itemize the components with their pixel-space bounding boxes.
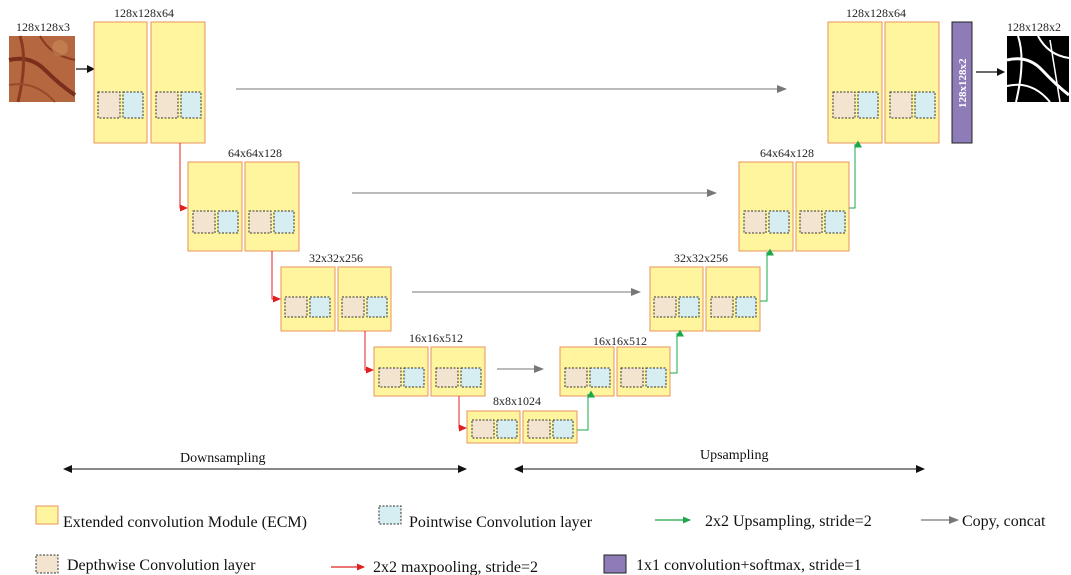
depthwise-layer: [155, 91, 179, 119]
depthwise-layer: [192, 210, 216, 234]
enc2-ecm-b: [244, 161, 300, 252]
depthwise-layer: [653, 296, 677, 318]
depthwise-layer: [341, 296, 365, 318]
legend-conv1x1-text: 1x1 convolution+softmax, stride=1: [636, 557, 862, 574]
enc3-ecm-a: [280, 266, 336, 332]
depthwise-layer: [435, 367, 459, 388]
depthwise-layer: [248, 210, 272, 234]
pointwise-layer: [552, 419, 574, 439]
legend-copy-text: Copy, concat: [962, 513, 1046, 530]
legend-upsample-text: 2x2 Upsampling, stride=2: [705, 513, 872, 530]
legend-depthwise-text: Depthwise Convolution layer: [67, 557, 256, 574]
enc4-dim-label: 16x16x512: [409, 331, 463, 345]
pointwise-layer: [403, 367, 425, 388]
legend-depthwise-swatch: [35, 554, 59, 574]
pointwise-layer: [122, 91, 144, 119]
dec4-ecm-a: [559, 346, 615, 397]
legend-maxpool-text: 2x2 maxpooling, stride=2: [373, 559, 538, 575]
depthwise-layer: [471, 419, 495, 439]
upsample-arrow-4: [849, 140, 862, 209]
depthwise-layer: [284, 296, 308, 318]
depthwise-layer: [620, 367, 644, 388]
depthwise-layer: [527, 419, 551, 439]
pointwise-layer: [678, 296, 700, 318]
dec1-dim-label: 128x128x64: [846, 6, 906, 20]
maxpool-arrow-3: [364, 331, 374, 374]
bottleneck-dim-label: 8x8x1024: [493, 394, 541, 408]
pointwise-layer: [460, 367, 482, 388]
pointwise-layer: [914, 91, 936, 119]
dec2-dim-label: 64x64x128: [760, 146, 814, 160]
legend-ecm-swatch: [35, 505, 59, 525]
upsample-arrow-1: [577, 390, 595, 431]
pointwise-layer: [735, 296, 757, 318]
upsample-arrow-2: [670, 329, 684, 374]
depthwise-layer: [378, 367, 402, 388]
output-dim-label: 128x128x2: [1007, 20, 1061, 34]
pointwise-layer: [366, 296, 388, 318]
enc3-ecm-b: [337, 266, 392, 332]
enc2-dim-label: 64x64x128: [228, 146, 282, 160]
input-image: [8, 35, 77, 103]
final-conv-label: 128x128x2: [957, 58, 969, 108]
bottleneck-ecm-b: [522, 410, 578, 444]
depthwise-layer: [889, 91, 913, 119]
legend-conv1x1-swatch: [603, 554, 627, 574]
depthwise-layer: [710, 296, 734, 318]
enc1-dim-label: 128x128x64: [114, 6, 174, 20]
dec1-ecm-b: [884, 21, 940, 144]
enc1-ecm-b: [150, 21, 206, 144]
enc3-dim-label: 32x32x256: [309, 251, 363, 265]
pointwise-layer: [645, 367, 667, 388]
pointwise-layer: [496, 419, 518, 439]
dec2-ecm-b: [795, 161, 850, 252]
enc4-ecm-b: [430, 346, 486, 397]
upsample-arrow-3: [760, 248, 774, 302]
bottleneck-ecm-a: [466, 410, 521, 444]
pointwise-layer: [273, 210, 295, 234]
depthwise-layer: [799, 210, 823, 234]
enc4-ecm-a: [373, 346, 429, 397]
maxpool-arrow-2: [271, 251, 281, 303]
pointwise-layer: [768, 210, 790, 234]
depthwise-layer: [743, 210, 767, 234]
legend-ecm-text: Extended convolution Module (ECM): [63, 514, 307, 531]
upsampling-label: Upsampling: [700, 448, 768, 463]
dec4-dim-label: 16x16x512: [593, 334, 647, 348]
depthwise-layer: [832, 91, 856, 119]
dec4-ecm-b: [616, 346, 671, 397]
depthwise-layer: [564, 367, 588, 388]
dec3-ecm-a: [649, 266, 704, 332]
pointwise-layer: [857, 91, 879, 119]
depthwise-layer: [97, 91, 121, 119]
pointwise-layer: [180, 91, 202, 119]
legend-pointwise-swatch: [378, 505, 402, 525]
maxpool-arrow-1: [179, 143, 188, 212]
output-image: [1006, 35, 1070, 103]
dec1-ecm-a: [827, 21, 883, 144]
pointwise-layer: [217, 210, 239, 234]
dec3-dim-label: 32x32x256: [674, 251, 728, 265]
pointwise-layer: [824, 210, 846, 234]
pointwise-layer: [589, 367, 611, 388]
dec3-ecm-b: [705, 266, 761, 332]
final-conv-block: 128x128x2: [951, 21, 973, 144]
maxpool-arrow-4: [458, 396, 467, 432]
enc1-ecm-a: [93, 21, 148, 144]
enc2-ecm-a: [187, 161, 243, 252]
downsampling-label: Downsampling: [180, 451, 266, 466]
pointwise-layer: [309, 296, 331, 318]
input-dim-label: 128x128x3: [16, 20, 70, 34]
legend-pointwise-text: Pointwise Convolution layer: [409, 514, 593, 531]
dec2-ecm-a: [738, 161, 794, 252]
